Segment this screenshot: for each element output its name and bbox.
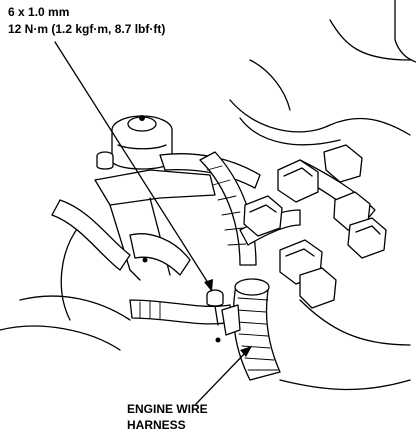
harness-label-line-2: HARNESS xyxy=(127,418,186,432)
bolt-leader xyxy=(54,41,213,292)
harness-connectors xyxy=(243,144,387,309)
bolt-size-label: 6 x 1.0 mm xyxy=(8,5,70,19)
harness-label-line-1: ENGINE WIRE xyxy=(127,402,208,416)
bolt-torque-label: 12 N·m (1.2 kgf·m, 8.7 lbf·ft) xyxy=(8,22,166,36)
harness-leader xyxy=(195,346,252,405)
engine-block-outline xyxy=(0,0,416,391)
bolt xyxy=(206,289,224,326)
mounting-bracket xyxy=(94,169,216,281)
harness-clip xyxy=(215,304,241,343)
harness-conduit xyxy=(232,278,281,381)
actuator-canister xyxy=(111,115,173,170)
vacuum-fitting xyxy=(96,151,114,170)
